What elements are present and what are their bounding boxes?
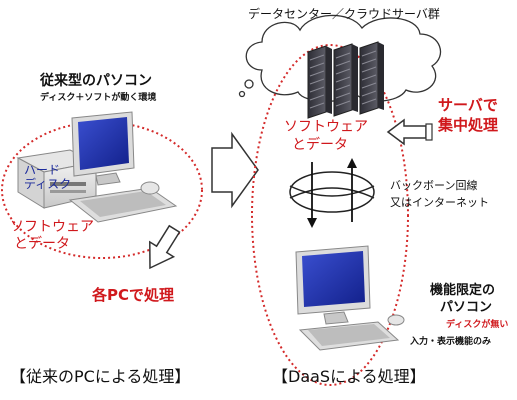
- right-daas-ellipse: [251, 44, 409, 386]
- uplink-arrow-icon: [347, 158, 357, 222]
- io-only-note: 入力・表示機能のみ: [410, 337, 492, 347]
- left-caption: 【従来のPCによる処理】: [10, 367, 191, 386]
- no-disk-note: ディスクが無い: [446, 320, 509, 330]
- traditional-pc-illustration: [16, 111, 178, 223]
- left-software-label-line1: ソフトウェア: [10, 219, 94, 235]
- network-label-line1: バックボーン回線: [390, 179, 478, 192]
- left-processing-arrow-icon: [149, 224, 181, 270]
- network-link-icon: [289, 171, 375, 213]
- left-processing-note: 各PCで処理: [92, 286, 175, 304]
- server-arrow-tail: [425, 123, 433, 141]
- thin-client-pc-illustration: [295, 245, 405, 351]
- left-subtitle: ディスク＋ソフトが動く環境: [40, 93, 157, 103]
- server-rack-illustration: [307, 41, 384, 119]
- cloud-label: データセンター／クラウドサーバ群: [248, 7, 440, 21]
- terminal-label-line1: 機能限定の: [430, 283, 496, 298]
- network-label-line2: 又はインターネット: [390, 196, 489, 209]
- right-software-label-line1: ソフトウェア: [284, 119, 368, 135]
- right-caption: 【DaaSによる処理】: [272, 367, 426, 386]
- server-note-line2: 集中処理: [438, 116, 499, 134]
- terminal-label-line2: パソコン: [440, 300, 493, 315]
- left-title: 従来型のパソコン: [40, 73, 152, 89]
- server-note-line1: サーバで: [438, 96, 498, 114]
- hard-disk-label-line1: ハード: [24, 163, 61, 177]
- hard-disk-label-line2: ディスク: [24, 177, 72, 191]
- right-software-label-line2: とデータ: [292, 137, 348, 153]
- left-pc-ellipse: [1, 121, 203, 259]
- server-processing-arrow-icon: [386, 118, 427, 146]
- left-software-label-line2: とデータ: [14, 236, 70, 252]
- transition-arrow-icon: [211, 131, 259, 209]
- downlink-arrow-icon: [307, 162, 317, 228]
